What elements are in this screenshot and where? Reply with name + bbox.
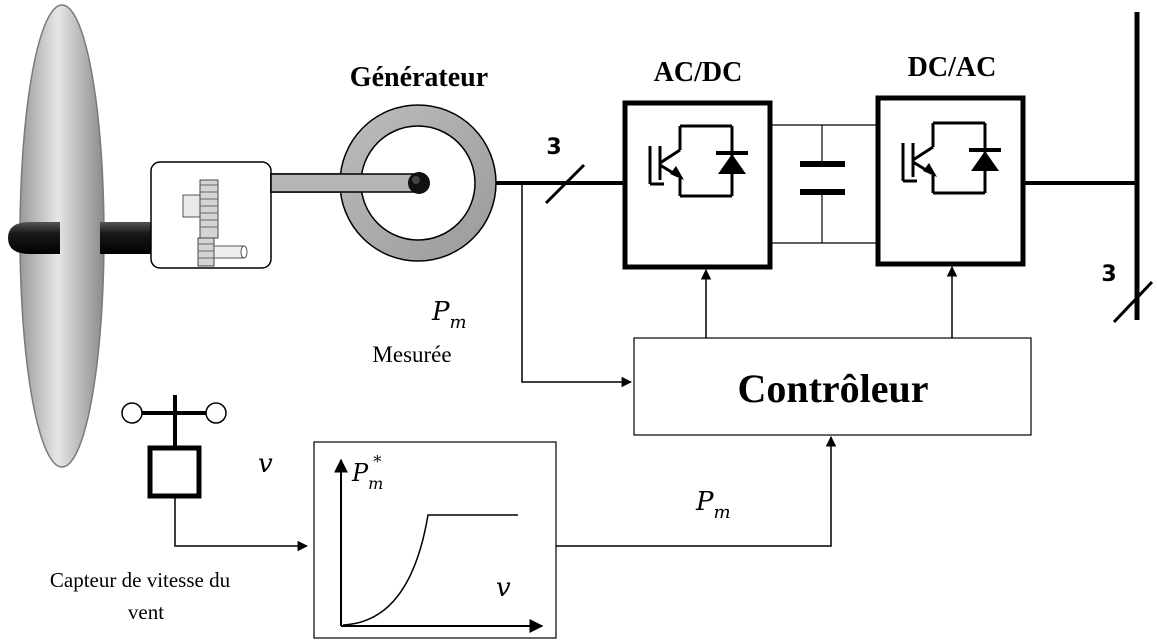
inverter-label: DC/AC	[908, 52, 997, 83]
power-curve-line	[342, 514, 518, 626]
grid-connection	[1023, 12, 1154, 324]
measured-power-label: Pm	[431, 297, 467, 333]
anemometer-icon	[121, 395, 227, 499]
wind-speed-symbol: v	[258, 449, 273, 479]
rectifier-box	[622, 100, 773, 270]
measurement-signal-line	[521, 183, 633, 388]
reference-power-label: Pm*	[351, 452, 383, 493]
wind-speed-signal-line	[174, 498, 309, 552]
three-phase-line-left	[496, 163, 627, 205]
controller-label: Contrôleur	[737, 366, 928, 411]
power-curve-box	[313, 441, 557, 639]
phase-count-left: 3	[546, 135, 561, 160]
power-signal-label: Pm	[695, 487, 731, 523]
phase-count-right: 3	[1101, 262, 1116, 287]
generator-label: Générateur	[350, 62, 488, 93]
sensor-label-line2: vent	[128, 600, 164, 624]
power-curve-axes	[334, 458, 544, 633]
dc-link-capacitor-icon	[770, 124, 878, 244]
reference-power-signal-line	[556, 435, 837, 547]
turbine-hub-icon	[8, 222, 152, 254]
controller-box	[633, 337, 1032, 436]
rectifier-label: AC/DC	[654, 57, 743, 88]
gearbox-icon	[150, 161, 272, 269]
generator-icon	[270, 104, 497, 262]
sensor-label-line1: Capteur de vitesse du	[50, 568, 231, 592]
measured-text: Mesurée	[372, 342, 451, 367]
curve-x-symbol: v	[496, 573, 511, 603]
